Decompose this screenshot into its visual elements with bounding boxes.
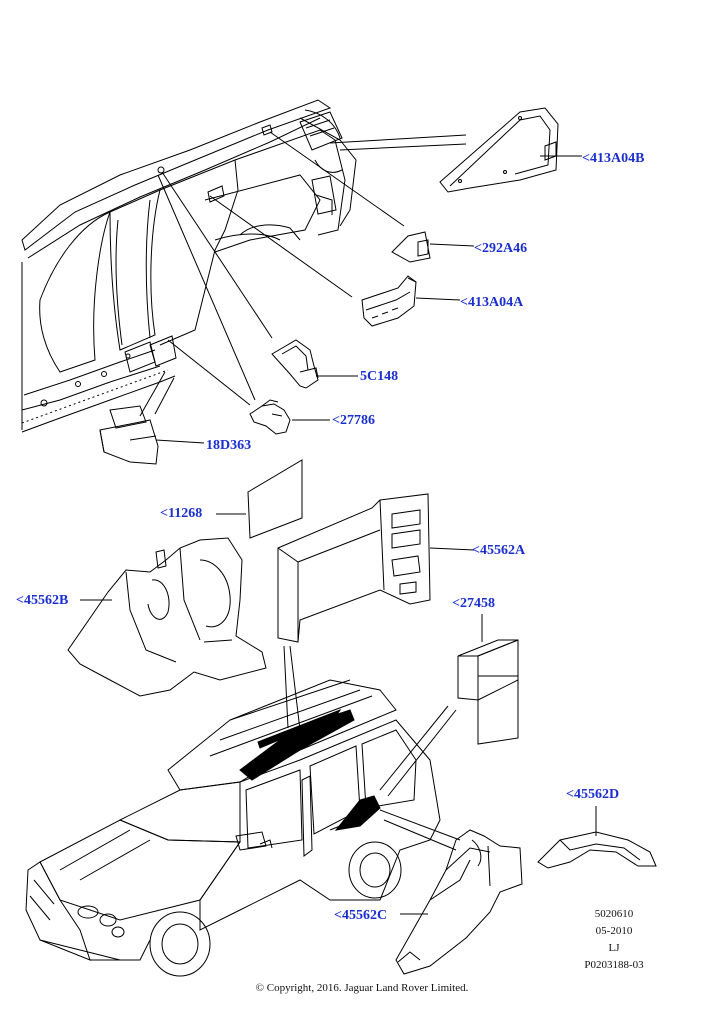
part-45562B: [67, 537, 267, 697]
part-45562C: [395, 829, 523, 975]
part-5C148: [271, 339, 319, 389]
reference-number: 5020610: [594, 908, 634, 920]
callout-413A04B[interactable]: <413A04B: [582, 151, 645, 166]
part-45562A: [277, 493, 475, 643]
part-27458: [457, 614, 519, 745]
diagram-reference: 5020610 05-2010 LJ P0203188-03: [576, 906, 652, 974]
part-45562D: [537, 806, 657, 869]
copyright-notice: © Copyright, 2016. Jaguar Land Rover Lim…: [255, 982, 469, 994]
callout-5C148[interactable]: 5C148: [360, 369, 399, 384]
leader-lines-upper: [139, 131, 582, 444]
part-27786: [249, 399, 291, 435]
callout-413A04A[interactable]: <413A04A: [460, 295, 524, 310]
body-side-frame: [21, 99, 357, 433]
reference-date: 05-2010: [595, 925, 633, 937]
leader-panel-to-car: [289, 645, 301, 731]
callout-27786[interactable]: <27786: [332, 413, 375, 428]
callout-18D363[interactable]: 18D363: [206, 438, 252, 453]
callout-45562C[interactable]: <45562C: [334, 908, 388, 923]
part-413A04B: [439, 107, 559, 193]
callout-45562A[interactable]: <45562A: [472, 543, 526, 558]
part-18D363: [99, 405, 159, 465]
reference-code: P0203188-03: [584, 959, 644, 971]
reference-model: LJ: [608, 942, 620, 954]
part-11268: [247, 459, 303, 539]
vehicle-outline: [25, 679, 441, 977]
part-413A04A: [361, 275, 417, 327]
part-292A46: [391, 231, 431, 263]
callout-292A46[interactable]: <292A46: [474, 241, 528, 256]
callout-45562B[interactable]: <45562B: [16, 593, 69, 608]
callout-11268[interactable]: <11268: [160, 506, 203, 521]
callout-27458[interactable]: <27458: [452, 596, 495, 611]
callout-45562D[interactable]: <45562D: [566, 787, 620, 802]
